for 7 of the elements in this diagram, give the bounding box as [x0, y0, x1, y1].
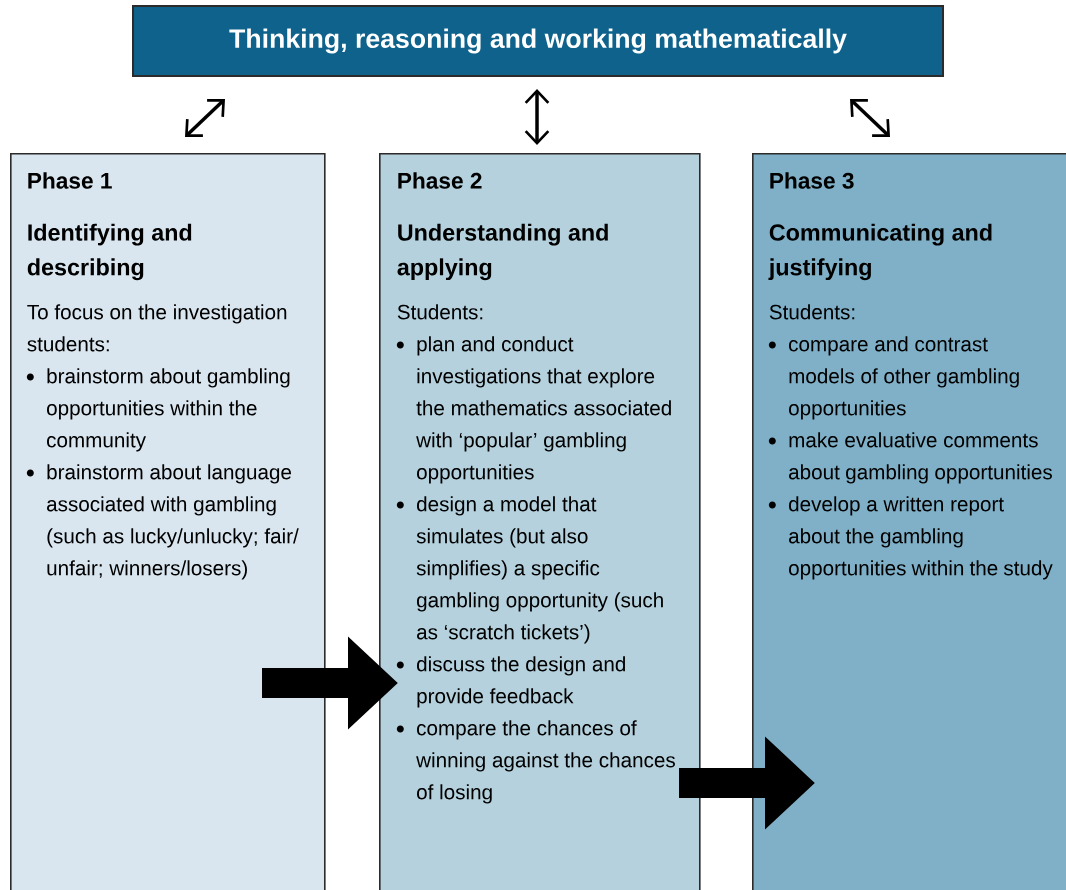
double-arrow: [185, 99, 225, 137]
double-arrow: [524, 89, 550, 145]
phase-box: Phase 2 Understanding and applying Students: plan and conduct investigations that explore the mathematics associated with ‘popular’ gambling opportunities design a model that simulates (but also simplifies) a specific gambling opportunity (such as ‘scratch tickets’) discuss the design and provide feedback compare the chances of winning against the chances of losing: [379, 153, 701, 890]
phase-box: Phase 3 Communicating and justifying Students: compare and contrast models of other gambling opportunities make evaluative comments about gambling opportunities develop a written report about the gambling opportunities within the study: [752, 153, 1066, 890]
double-arrow: [850, 99, 891, 137]
phase-box: Phase 1 Identifying and describing To focus on the investigation students: brainstorm about gambling opportunities within the community brainstorm about language associated with gambling (such as lucky/unlucky; fair/ unfair; winners/losers): [10, 153, 326, 890]
title-box: Thinking, reasoning and working mathematically: [132, 5, 944, 77]
